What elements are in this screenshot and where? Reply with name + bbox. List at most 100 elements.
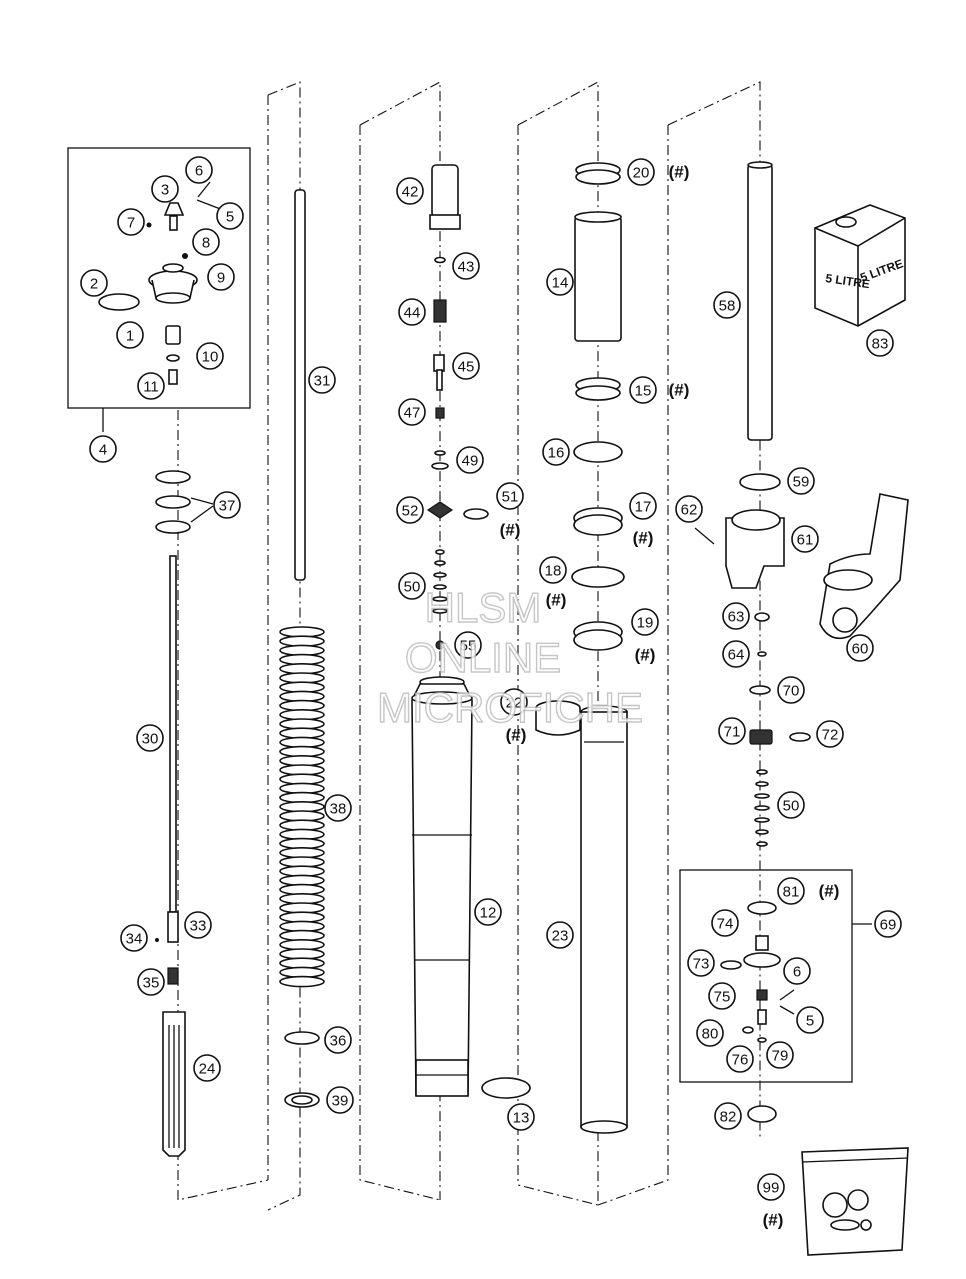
- callout-number: 58: [719, 298, 736, 315]
- callout-number: 59: [793, 474, 810, 491]
- callout-circle: [500, 688, 528, 716]
- callout-circle: [396, 177, 424, 205]
- callout-circle: [629, 492, 657, 520]
- callout-number: 30: [142, 731, 159, 748]
- callout-circle: [398, 572, 426, 600]
- callout-circle: [324, 794, 352, 822]
- callout-c10: 10: [196, 342, 224, 370]
- compression-valve-parts: [720, 901, 795, 1123]
- callout-circle: [718, 717, 746, 745]
- watermark-line1: HLSM: [425, 584, 542, 631]
- callout-circle: [452, 252, 480, 280]
- replacement-marker-h99: (#): [763, 1211, 784, 1230]
- callout-circle: [184, 911, 212, 939]
- callout-number: 31: [314, 373, 331, 390]
- callout-number: 7: [127, 215, 135, 232]
- callout-c1: 1: [116, 321, 144, 349]
- callout-number: 12: [480, 905, 497, 922]
- callout-number: 83: [872, 336, 889, 353]
- callout-c9: 9: [207, 263, 235, 291]
- callout-c6b: 6: [783, 957, 811, 985]
- callout-circle: [213, 491, 241, 519]
- callout-c70: 70: [777, 676, 805, 704]
- callout-circle: [542, 438, 570, 466]
- callout-circle: [207, 263, 235, 291]
- callout-circle: [866, 329, 894, 357]
- callout-circle: [117, 208, 145, 236]
- callout-circle: [192, 228, 220, 256]
- callout-c45: 45: [452, 352, 480, 380]
- callout-c20: 20: [627, 158, 655, 186]
- callout-c39: 39: [326, 1086, 354, 1114]
- callout-circle: [777, 676, 805, 704]
- callout-circle: [496, 482, 524, 510]
- callout-number: 73: [693, 956, 710, 973]
- callout-number: 14: [552, 275, 569, 292]
- callout-number: 16: [548, 445, 565, 462]
- callout-number: 52: [402, 503, 419, 520]
- watermark-line3: MICROFICHE: [377, 684, 643, 731]
- callout-number: 5: [806, 1013, 814, 1030]
- callout-number: 37: [219, 498, 236, 515]
- callout-number: 3: [161, 182, 169, 199]
- callout-c58: 58: [713, 291, 741, 319]
- callout-number: 8: [202, 235, 210, 252]
- replacement-marker-h17: (#): [633, 529, 654, 548]
- callout-circle: [796, 1006, 824, 1034]
- inner-tube-parts: [535, 162, 628, 1134]
- watermark: HLSM ONLINE MICROFICHE: [376, 583, 643, 731]
- callout-c24: 24: [193, 1054, 221, 1082]
- outer-tube: [411, 676, 531, 1099]
- callout-c18: 18: [539, 556, 567, 584]
- callout-c33: 33: [184, 911, 212, 939]
- callout-number: 19: [637, 615, 654, 632]
- callout-number: 39: [332, 1093, 349, 1110]
- callout-c36: 36: [324, 1026, 352, 1054]
- callout-number: 1: [126, 328, 134, 345]
- callout-number: 36: [330, 1033, 347, 1050]
- callout-c75: 75: [708, 982, 736, 1010]
- callout-circle: [713, 291, 741, 319]
- replacement-marker-h81: (#): [819, 882, 840, 901]
- callout-c37: 37: [213, 491, 241, 519]
- callout-c44: 44: [398, 298, 426, 326]
- callout-circle: [757, 1173, 785, 1201]
- callout-circle: [398, 298, 426, 326]
- callout-circle: [627, 158, 655, 186]
- callout-c38: 38: [324, 794, 352, 822]
- callout-circle: [783, 957, 811, 985]
- callout-circle: [631, 608, 659, 636]
- callout-number: 18: [545, 563, 562, 580]
- callout-number: 51: [502, 489, 519, 506]
- callout-circle: [196, 342, 224, 370]
- cartridge-parts: [426, 164, 489, 650]
- callout-number: 11: [143, 379, 159, 396]
- callout-number: 15: [635, 383, 652, 400]
- callout-number: 76: [732, 1052, 749, 1069]
- callout-c30: 30: [136, 724, 164, 752]
- callout-circle: [546, 268, 574, 296]
- callout-circle: [846, 634, 874, 662]
- callout-c69: 69: [874, 910, 902, 938]
- spring-coil: [279, 975, 325, 988]
- fork-oil-can: 5 LITRE 5 LITRE: [814, 204, 906, 327]
- callout-circle: [711, 909, 739, 937]
- callout-circle: [326, 1086, 354, 1114]
- callout-number: 5: [226, 209, 234, 226]
- callout-circle: [722, 602, 750, 630]
- callout-c8: 8: [192, 228, 220, 256]
- callout-c13: 13: [507, 1103, 535, 1131]
- spring-parts: [279, 189, 325, 1108]
- callout-number: 13: [513, 1110, 530, 1127]
- replacement-marker-h19: (#): [635, 646, 656, 665]
- callout-number: 80: [702, 1026, 719, 1043]
- callout-c52: 52: [396, 496, 424, 524]
- callout-c73: 73: [687, 949, 715, 977]
- callout-number: 75: [714, 989, 731, 1006]
- fork-cap-parts: [98, 181, 224, 385]
- callout-circle: [456, 446, 484, 474]
- axle-clamp-parts: [694, 161, 909, 847]
- callout-c2: 2: [80, 269, 108, 297]
- callout-number: 70: [783, 683, 800, 700]
- callout-number: 62: [681, 502, 698, 519]
